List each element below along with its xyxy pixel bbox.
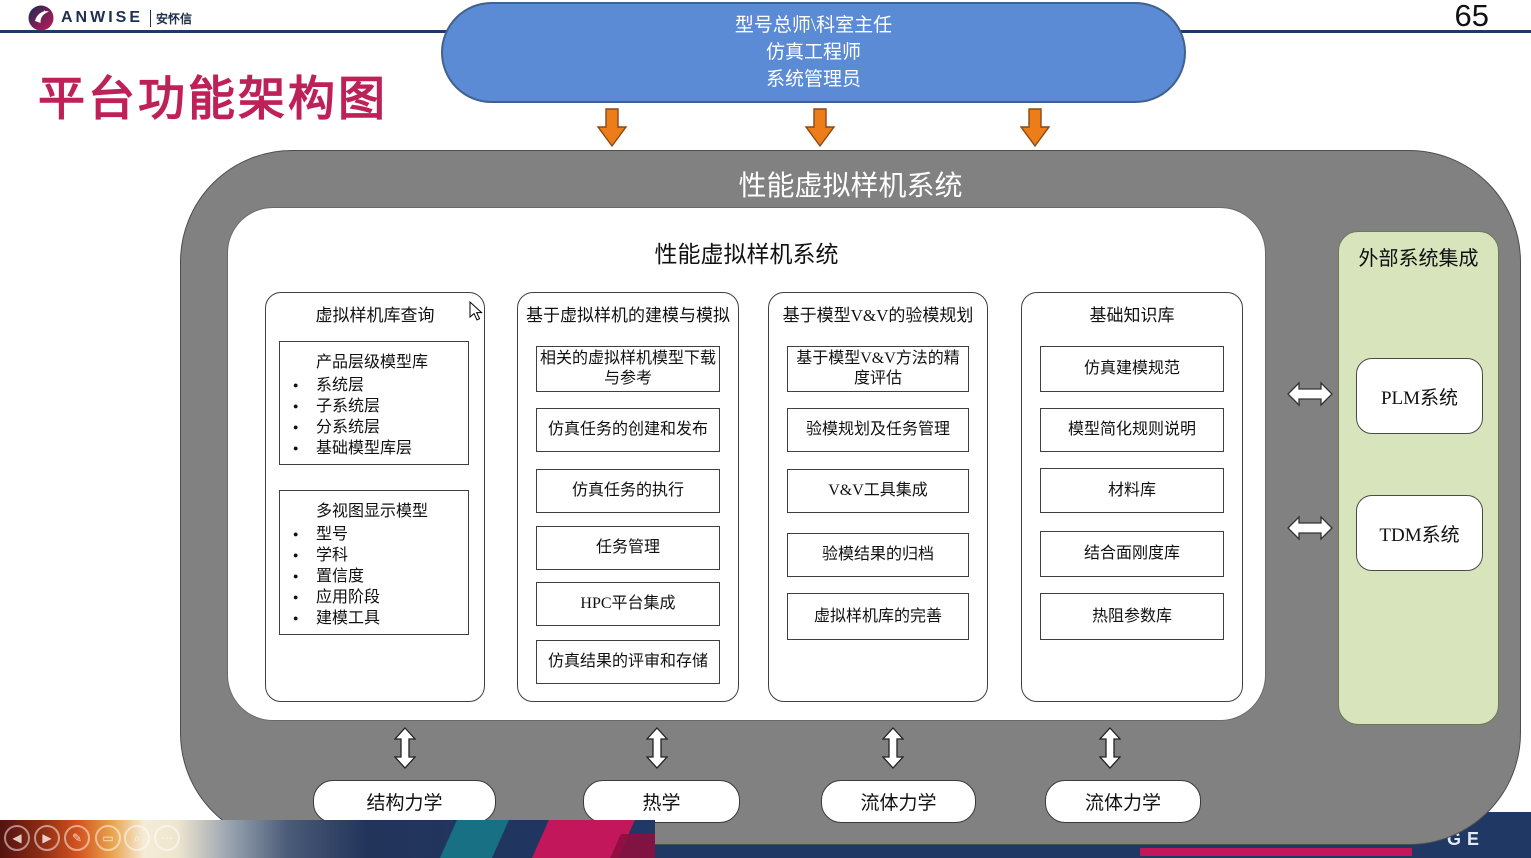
column-virtual-prototype-query: 虚拟样机库查询 产品层级模型库 系统层 子系统层 分系统层 基础模型库层 多视图…	[265, 292, 485, 702]
group-title: 产品层级模型库	[316, 354, 429, 371]
sync-arrow-vertical-icon	[394, 727, 416, 769]
flow-arrow-down-icon	[1020, 108, 1050, 148]
roles-banner: 型号总师\科室主任 仿真工程师 系统管理员	[441, 2, 1186, 103]
role-line: 型号总师\科室主任	[734, 15, 893, 36]
bullet-item: 型号	[280, 524, 468, 545]
toolbar-pen-button[interactable]: ✎	[64, 825, 90, 851]
function-box: 热阻参数库	[1040, 593, 1224, 640]
column-header: 基于虚拟样机的建模与模拟	[526, 306, 730, 325]
role-line: 系统管理员	[765, 69, 861, 90]
inner-panel: 性能虚拟样机系统 虚拟样机库查询 产品层级模型库 系统层 子系统层 分系统层 基…	[227, 207, 1266, 721]
external-panel-title: 外部系统集成	[1358, 248, 1479, 270]
column-modeling-simulation: 基于虚拟样机的建模与模拟 相关的虚拟样机模型下载与参考 仿真任务的创建和发布 仿…	[517, 292, 739, 702]
system-box-plm: PLM系统	[1356, 358, 1483, 434]
group-box: 产品层级模型库 系统层 子系统层 分系统层 基础模型库层	[279, 341, 469, 465]
presenter-toolbar: ◀ ▶ ✎ ▭ ⌕ ⋯	[0, 820, 655, 858]
function-box: 仿真建模规范	[1040, 346, 1224, 392]
mouse-cursor-icon	[469, 301, 483, 321]
system-box-tdm: TDM系统	[1356, 495, 1483, 571]
function-box: 仿真任务的创建和发布	[536, 408, 720, 452]
sync-arrow-vertical-icon	[1099, 727, 1121, 769]
discipline-box: 流体力学	[1045, 780, 1201, 823]
function-box: 任务管理	[536, 526, 720, 570]
flow-arrow-down-icon	[597, 108, 627, 148]
column-header: 基础知识库	[1089, 306, 1175, 325]
bullet-list: 型号 学科 置信度 应用阶段 建模工具	[280, 524, 468, 629]
function-box: 基于模型V&V方法的精度评估	[787, 346, 969, 392]
bullet-item: 基础模型库层	[280, 438, 468, 459]
bullet-list: 系统层 子系统层 分系统层 基础模型库层	[280, 375, 468, 459]
discipline-box: 热学	[583, 780, 740, 823]
column-header: 虚拟样机库查询	[315, 306, 435, 325]
toolbar-frame-button[interactable]: ▭	[95, 825, 121, 851]
role-line: 仿真工程师	[765, 42, 861, 63]
bullet-item: 建模工具	[280, 608, 468, 629]
slide-title: 平台功能架构图	[38, 72, 388, 125]
function-box: 结合面刚度库	[1040, 531, 1224, 577]
function-box: V&V工具集成	[787, 469, 969, 513]
bullet-item: 置信度	[280, 566, 468, 587]
footer-accent-pink	[1140, 848, 1412, 856]
toolbar-magnifier-button[interactable]: ⌕	[124, 825, 150, 851]
flow-arrow-down-icon	[805, 108, 835, 148]
bullet-item: 系统层	[280, 375, 468, 396]
column-vv-planning: 基于模型V&V的验模规划 基于模型V&V方法的精度评估 验模规划及任务管理 V&…	[768, 292, 988, 702]
toolbar-accent-teal	[436, 820, 512, 858]
discipline-box: 结构力学	[313, 780, 496, 823]
bullet-item: 子系统层	[280, 396, 468, 417]
brand-text: ANWISE	[61, 9, 143, 26]
system-panel-title: 性能虚拟样机系统	[738, 171, 963, 202]
function-box: 仿真结果的评审和存储	[536, 640, 720, 684]
sync-arrow-vertical-icon	[882, 727, 904, 769]
group-box: 多视图显示模型 型号 学科 置信度 应用阶段 建模工具	[279, 490, 469, 635]
function-box: 仿真任务的执行	[536, 469, 720, 513]
discipline-box: 流体力学	[821, 780, 976, 823]
inner-panel-title: 性能虚拟样机系统	[654, 242, 839, 267]
system-panel: 性能虚拟样机系统 性能虚拟样机系统 虚拟样机库查询 产品层级模型库 系统层 子系…	[180, 150, 1521, 845]
function-box: 虚拟样机库的完善	[787, 593, 969, 640]
function-box: 验模结果的归档	[787, 533, 969, 577]
external-panel: 外部系统集成 PLM系统 TDM系统	[1338, 231, 1499, 725]
bullet-item: 学科	[280, 545, 468, 566]
bullet-item: 应用阶段	[280, 587, 468, 608]
toolbar-previous-button[interactable]: ◀	[4, 825, 30, 851]
column-header: 基于模型V&V的验模规划	[782, 306, 974, 325]
function-box: 验模规划及任务管理	[787, 408, 969, 452]
sync-arrow-horizontal-icon	[1287, 515, 1333, 541]
column-knowledge-base: 基础知识库 仿真建模规范 模型简化规则说明 材料库 结合面刚度库 热阻参数库	[1021, 292, 1243, 702]
page-number: 65	[1454, 0, 1489, 33]
logo-mark-icon	[28, 5, 54, 31]
group-title: 多视图显示模型	[316, 503, 429, 520]
brand-cn-text: 安怀信	[150, 9, 192, 27]
sync-arrow-horizontal-icon	[1287, 381, 1333, 407]
function-box: 材料库	[1040, 468, 1224, 513]
function-box: HPC平台集成	[536, 582, 720, 626]
function-box: 模型简化规则说明	[1040, 408, 1224, 452]
sync-arrow-vertical-icon	[646, 727, 668, 769]
function-box: 相关的虚拟样机模型下载与参考	[536, 346, 720, 392]
anwise-logo: ANWISE 安怀信	[28, 5, 192, 31]
toolbar-next-button[interactable]: ▶	[34, 825, 60, 851]
bullet-item: 分系统层	[280, 417, 468, 438]
toolbar-more-button[interactable]: ⋯	[154, 825, 180, 851]
